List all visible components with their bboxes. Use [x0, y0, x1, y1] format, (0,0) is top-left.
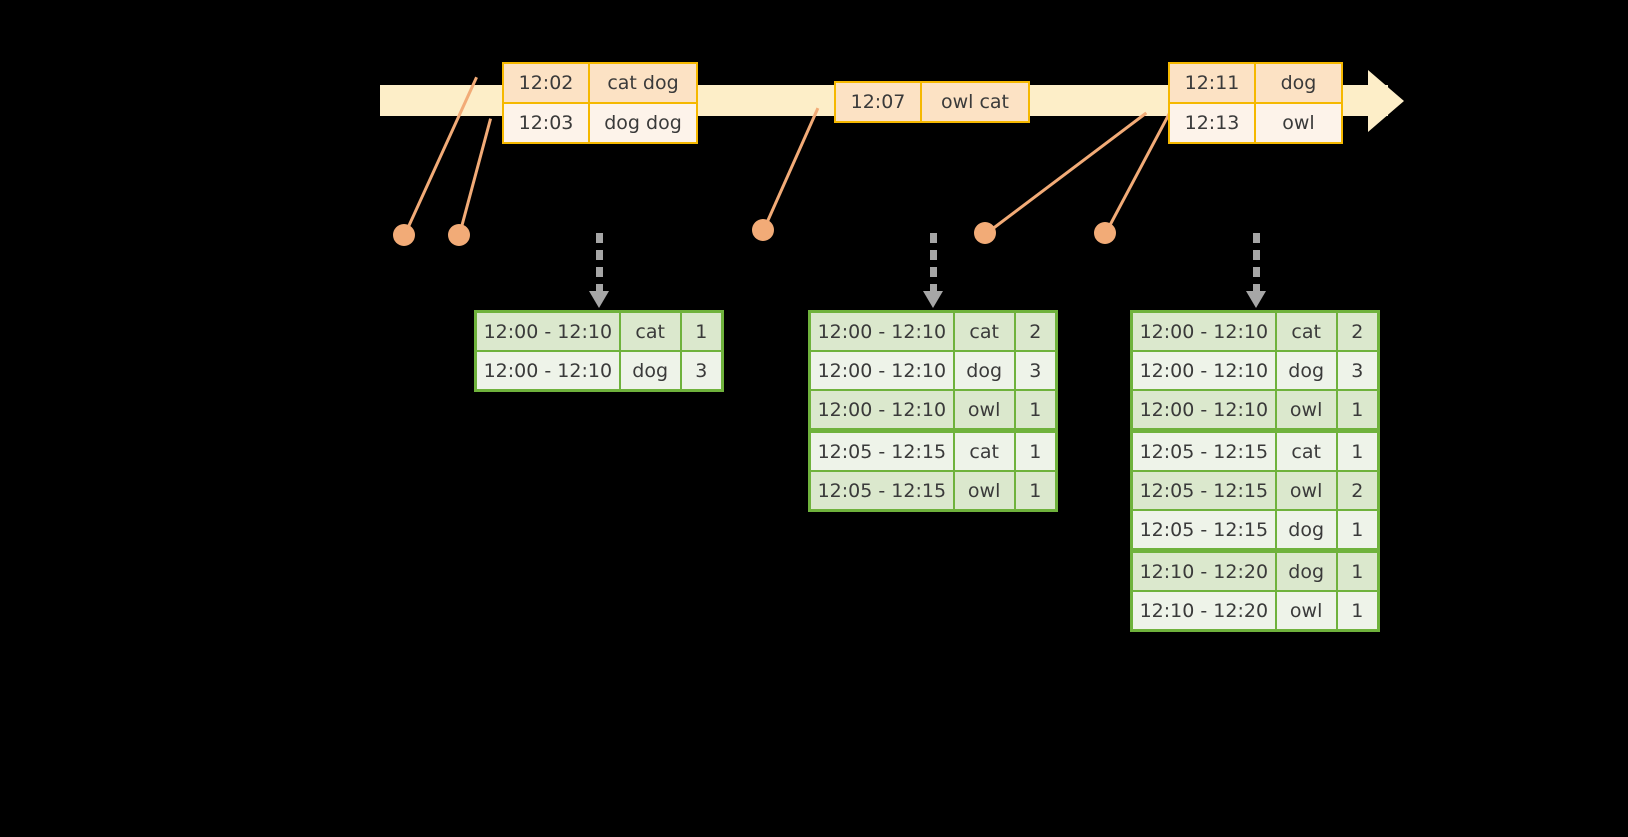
count-cell: 3: [1337, 352, 1377, 389]
event-timestamp: 12:02: [504, 64, 588, 102]
event-timestamp: 12:13: [1170, 104, 1254, 142]
count-cell: 1: [1337, 592, 1377, 629]
connector-dot: [752, 219, 774, 241]
window-cell: 12:10 - 12:20: [1133, 553, 1277, 590]
window-cell: 12:05 - 12:15: [811, 433, 955, 470]
count-cell: 1: [1337, 433, 1377, 470]
window-cell: 12:05 - 12:15: [811, 472, 955, 509]
window-cell: 12:00 - 12:10: [811, 313, 955, 350]
count-cell: 2: [1015, 313, 1055, 350]
connector-dot: [393, 224, 415, 246]
key-cell: dog: [1276, 553, 1338, 590]
count-cell: 1: [681, 313, 721, 350]
timeline-arrowhead-icon: [1368, 70, 1404, 132]
key-cell: dog: [954, 352, 1016, 389]
event-timestamp: 12:03: [504, 104, 588, 142]
key-cell: cat: [954, 433, 1016, 470]
event-timestamp: 12:11: [1170, 64, 1254, 102]
key-cell: dog: [620, 352, 682, 389]
event-payload: cat dog: [588, 64, 696, 102]
connector-dot: [974, 222, 996, 244]
window-cell: 12:00 - 12:10: [477, 352, 621, 389]
connector-line: [984, 111, 1148, 236]
connector-line: [457, 118, 493, 237]
key-cell: owl: [954, 391, 1016, 428]
count-cell: 1: [1337, 511, 1377, 548]
connector-line: [761, 107, 820, 233]
window-cell: 12:05 - 12:15: [1133, 433, 1277, 470]
event-payload: owl cat: [920, 83, 1028, 121]
key-cell: cat: [1276, 313, 1338, 350]
event-payload: dog: [1254, 64, 1341, 102]
dashed-arrow-icon: [1246, 233, 1266, 308]
count-cell: 1: [1337, 553, 1377, 590]
event-payload: dog dog: [588, 104, 696, 142]
count-cell: 3: [681, 352, 721, 389]
connector-line: [1103, 110, 1173, 236]
window-cell: 12:00 - 12:10: [811, 352, 955, 389]
window-cell: 12:00 - 12:10: [1133, 352, 1277, 389]
count-cell: 2: [1337, 472, 1377, 509]
event-payload: owl: [1254, 104, 1341, 142]
window-cell: 12:00 - 12:10: [811, 391, 955, 428]
count-cell: 1: [1015, 391, 1055, 428]
window-cell: 12:05 - 12:15: [1133, 472, 1277, 509]
dashed-arrow-icon: [923, 233, 943, 308]
connector-dot: [1094, 222, 1116, 244]
key-cell: cat: [1276, 433, 1338, 470]
window-cell: 12:00 - 12:10: [1133, 391, 1277, 428]
count-cell: 1: [1337, 391, 1377, 428]
key-cell: dog: [1276, 511, 1338, 548]
window-cell: 12:05 - 12:15: [1133, 511, 1277, 548]
window-cell: 12:10 - 12:20: [1133, 592, 1277, 629]
key-cell: owl: [1276, 472, 1338, 509]
window-cell: 12:00 - 12:10: [1133, 313, 1277, 350]
count-cell: 1: [1015, 433, 1055, 470]
window-cell: 12:00 - 12:10: [477, 313, 621, 350]
count-cell: 3: [1015, 352, 1055, 389]
dashed-arrow-icon: [589, 233, 609, 308]
event-timestamp: 12:07: [836, 83, 920, 121]
key-cell: owl: [1276, 391, 1338, 428]
key-cell: dog: [1276, 352, 1338, 389]
count-cell: 1: [1015, 472, 1055, 509]
key-cell: owl: [954, 472, 1016, 509]
key-cell: owl: [1276, 592, 1338, 629]
connector-dot: [448, 224, 470, 246]
count-cell: 2: [1337, 313, 1377, 350]
key-cell: cat: [620, 313, 682, 350]
key-cell: cat: [954, 313, 1016, 350]
